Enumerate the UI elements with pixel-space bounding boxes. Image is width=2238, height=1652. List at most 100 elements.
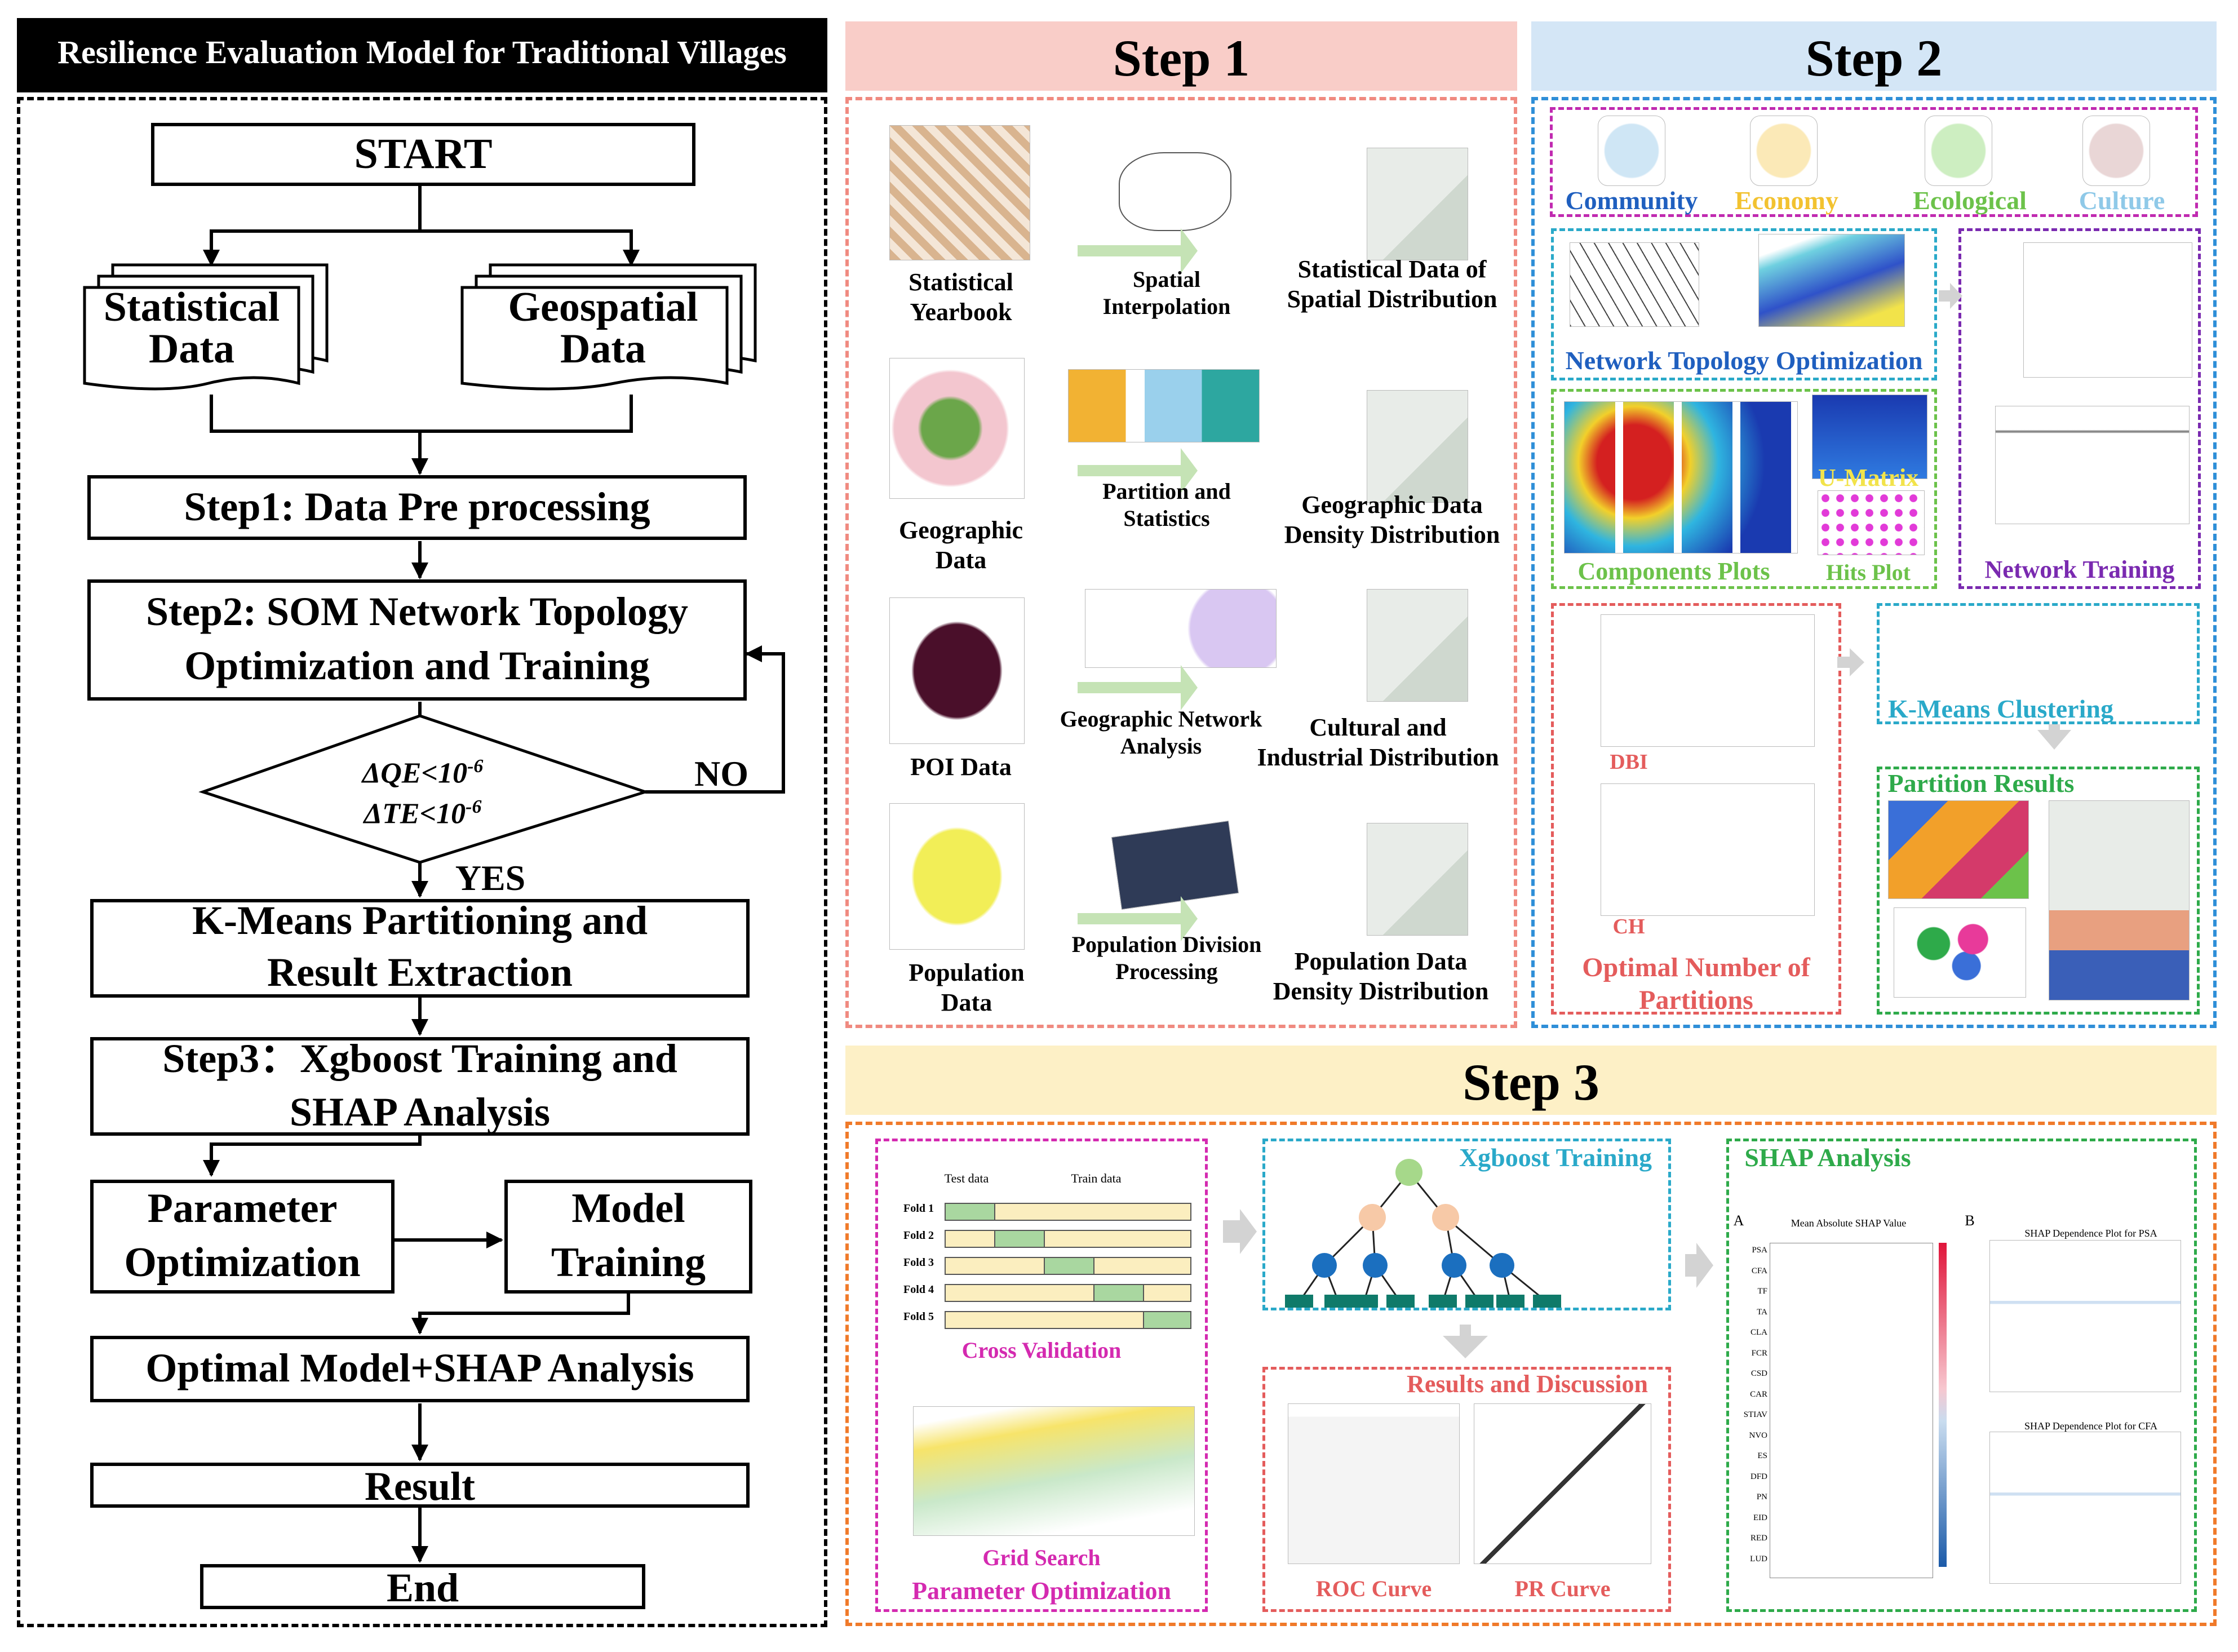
- components-frame: [1551, 389, 1937, 589]
- model-training-line2: Training: [551, 1239, 706, 1286]
- model-training-line1: Model: [571, 1185, 685, 1232]
- fold-4-test: [1093, 1284, 1144, 1302]
- start-box: [151, 123, 695, 186]
- step3-label-line1: Step3：Xgboost Training and: [162, 1036, 677, 1081]
- left-panel-frame: [17, 97, 827, 1627]
- shap-analysis-label: SHAP Analysis: [1744, 1143, 1911, 1172]
- parameter-optimization-line2: Optimization: [124, 1239, 361, 1286]
- shap-feature-label: CAR: [1750, 1389, 1767, 1399]
- shap-summary-plot: [1770, 1243, 1933, 1578]
- shap-feature-label: CSD: [1750, 1369, 1767, 1378]
- tree-root-node: [1395, 1159, 1422, 1186]
- arrow-to-partition-results: [2037, 724, 2071, 750]
- fold-label-1: Fold 1: [903, 1202, 934, 1215]
- shap-colorbar: [1939, 1243, 1947, 1567]
- fold-label-4: Fold 4: [903, 1283, 934, 1296]
- shap-feature-label: PSA: [1752, 1246, 1767, 1255]
- results-discussion-frame: [1262, 1367, 1671, 1612]
- start-label: START: [354, 130, 493, 178]
- shap-dependence-cfa: [1989, 1432, 2181, 1584]
- culture-icons: [2082, 116, 2150, 186]
- tree-leaf: [1429, 1295, 1457, 1308]
- partition-hex-map: [1888, 800, 2029, 899]
- left-title-bar: [17, 18, 827, 92]
- arrow-to-network-training: [1939, 283, 1962, 309]
- step3-label-line2: SHAP Analysis: [289, 1089, 551, 1135]
- shap-feature-label: ES: [1757, 1451, 1767, 1460]
- fold-1-train: [994, 1203, 1191, 1221]
- roc-curve-label: ROC Curve: [1315, 1576, 1432, 1601]
- step3-header-title: Step 3: [1463, 1053, 1599, 1111]
- arrow-to-kmeans: [1837, 648, 1864, 676]
- end-label: End: [386, 1565, 459, 1610]
- optimal-model-label: Optimal Model+SHAP Analysis: [145, 1345, 694, 1390]
- partition-3d-scatter: [1894, 907, 2026, 998]
- fold-label-2: Fold 2: [903, 1229, 934, 1242]
- xgboost-tree: [1285, 1159, 1561, 1308]
- pr-curve-label: PR Curve: [1514, 1576, 1611, 1601]
- xgboost-training-label: Xgboost Training: [1459, 1143, 1652, 1172]
- step1-frame: [845, 97, 1517, 1028]
- step1-source-3: POI Data: [910, 753, 1012, 781]
- fold-5-test: [1143, 1311, 1191, 1329]
- tree-leaf: [1533, 1295, 1561, 1308]
- tree-node-ll: [1312, 1253, 1337, 1278]
- som-grid-image: [1570, 242, 1699, 327]
- step3-gray-arrows: [1223, 1209, 1713, 1358]
- condition-qe: ΔQE<10-6: [362, 756, 484, 790]
- tree-leaf: [1350, 1295, 1378, 1308]
- geospatial-data-label: Geospatial Data: [508, 284, 698, 372]
- ecological-icons: [1925, 116, 1992, 186]
- ch-chart: [1601, 783, 1815, 916]
- shap-feature-label: TA: [1757, 1307, 1767, 1317]
- kmeans-clustering-frame: [1877, 603, 2200, 724]
- fold-label-3: Fold 3: [903, 1256, 934, 1269]
- results-discussion-label: Results and Discussion: [1407, 1370, 1648, 1398]
- tree-node-lr: [1363, 1253, 1388, 1278]
- parameter-optimization-label: Parameter Optimization: [912, 1577, 1171, 1605]
- test-data-label: Test data: [944, 1171, 989, 1185]
- condition-te: ΔTE<10-6: [364, 796, 482, 830]
- shap-feature-label: TF: [1757, 1287, 1767, 1296]
- fold-2-train-b: [1044, 1230, 1191, 1248]
- step1-header-title: Step 1: [1113, 29, 1250, 87]
- partition-results-label: Partition Results: [1887, 769, 2075, 798]
- fold-bars: [945, 1203, 1191, 1329]
- shap-feature-label: LUD: [1750, 1554, 1767, 1564]
- step2-header-title: Step 2: [1805, 29, 1943, 87]
- no-label: NO: [694, 754, 748, 794]
- fold-label-5: Fold 5: [903, 1310, 934, 1323]
- arrow-geographic-network: [1078, 665, 1198, 710]
- components-plots-grid: [1564, 401, 1798, 553]
- category-community: Community: [1565, 186, 1698, 215]
- arrow-to-results: [1443, 1325, 1488, 1358]
- step2-frame: [1531, 97, 2217, 1028]
- step1-header: [845, 21, 1517, 91]
- arrow-to-shap: [1685, 1243, 1713, 1288]
- roc-curve-chart: [1288, 1403, 1460, 1564]
- category-culture: Culture: [2079, 186, 2165, 215]
- network-topology-label: Network Topology Optimization: [1565, 346, 1923, 375]
- grid-search-surface: [913, 1406, 1195, 1536]
- shap-dependence-psa: [1989, 1240, 2181, 1392]
- tree-node-rl: [1442, 1253, 1466, 1278]
- network-training-label: Network Training: [1984, 556, 2175, 583]
- parameter-optimization-box: [90, 1180, 395, 1294]
- step2-gray-arrows: [1837, 283, 2071, 750]
- fold-2-test: [994, 1230, 1045, 1248]
- parameter-optimization-line1: Parameter: [147, 1185, 338, 1232]
- kmeans-formulas: [1885, 609, 2192, 693]
- parameter-optimization-frame: [875, 1139, 1208, 1612]
- geographic-data-image: [889, 358, 1025, 499]
- arrow-population-division: [1078, 896, 1198, 941]
- cultural-industrial-map: [1367, 589, 1468, 702]
- step1-label: Step1: Data Pre processing: [184, 484, 650, 529]
- u-matrix-label: U-Matrix: [1818, 464, 1919, 491]
- cross-validation-label: Cross Validation: [961, 1337, 1122, 1363]
- fold-3-train-a: [945, 1257, 1045, 1275]
- shap-feature-label: NVO: [1749, 1430, 1768, 1440]
